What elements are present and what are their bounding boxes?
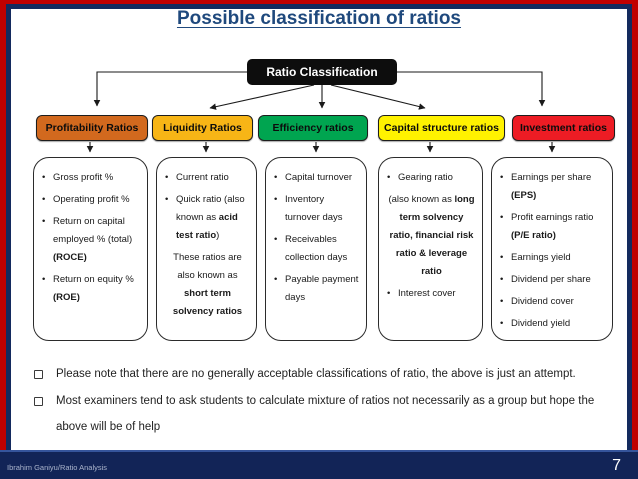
card-item-text: Dividend cover [511, 296, 574, 308]
card-list-item: • Capital turnover [274, 169, 360, 187]
card-item-text: Inventory turnover days [285, 194, 343, 224]
detail-card-efficiency: • Capital turnover • Inventory turnover day… [265, 157, 367, 341]
card-list-item: • Inventory turnover days [274, 191, 360, 227]
category-box-efficiency: Efficiency ratios [258, 115, 368, 141]
card-item-text: Gearing ratio [398, 172, 453, 183]
card-item-text: Payable payment days [285, 274, 359, 304]
card-item-text: Interest cover [398, 288, 456, 300]
card-list-item: • Earnings per share (EPS) [500, 169, 606, 205]
card-list-item: • Quick ratio (also known as acid test ra… [165, 191, 250, 245]
card-list-item: • Gross profit % [42, 169, 141, 187]
card-item-text: Receivables collection days [285, 234, 348, 264]
category-box-capital-structure: Capital structure ratios [378, 115, 505, 141]
bullet-icon: • [500, 318, 504, 330]
card-item-text: Earnings yield [511, 252, 571, 264]
card-list-item: • Current ratio [165, 169, 250, 187]
detail-card-liquidity: • Current ratio • Quick ratio (also known a… [156, 157, 257, 341]
card-list-item: • Dividend yield [500, 315, 606, 333]
card-list-item: • Interest cover [387, 285, 476, 303]
root-node-label: Ratio Classification [266, 65, 378, 79]
note-text: Most examiners tend to ask students to c… [56, 394, 595, 433]
note-item: Please note that there are no generally … [34, 362, 612, 388]
notes-section: Please note that there are no generally … [34, 362, 612, 442]
bullet-icon: • [500, 296, 504, 308]
bullet-icon: • [165, 172, 169, 183]
bullet-icon: • [500, 274, 504, 286]
bullet-icon: • [274, 234, 278, 246]
bullet-icon: • [500, 212, 504, 224]
category-label: Liquidity Ratios [163, 122, 242, 134]
bullet-icon: • [42, 172, 46, 183]
detail-card-investment: • Earnings per share (EPS) • Profit earning… [491, 157, 613, 341]
card-item-text: Dividend per share [511, 274, 591, 286]
bullet-icon: • [165, 194, 169, 206]
detail-card-profitability: • Gross profit % • Operating profit % • Retur… [33, 157, 148, 341]
bullet-icon: • [500, 172, 504, 183]
bullet-icon: • [42, 274, 46, 286]
card-list-item: (also known as long term solvency ratio,… [387, 191, 476, 281]
card-list-item: • Gearing ratio [387, 169, 476, 187]
card-item-text: Return on equity % (ROE) [53, 274, 134, 304]
note-text: Please note that there are no generally … [56, 368, 576, 380]
card-item-text: Dividend yield [511, 318, 571, 330]
page-title: Possible classification of ratios [176, 8, 462, 29]
card-list-item: • Dividend per share [500, 271, 606, 289]
category-label: Efficiency ratios [272, 122, 354, 134]
bullet-icon: • [42, 216, 46, 228]
card-list-item: These ratios are also known as short ter… [165, 249, 250, 321]
card-list-item: • Payable payment days [274, 271, 360, 307]
card-item-text: Quick ratio (also known as acid test rat… [176, 194, 245, 242]
square-bullet-icon [34, 396, 43, 406]
card-list-item: • Profit earnings ratio (P/E ratio) [500, 209, 606, 245]
category-box-liquidity: Liquidity Ratios [152, 115, 253, 141]
bullet-icon: • [387, 172, 391, 183]
card-list-item: • Return on capital employed % (total) (R… [42, 213, 141, 267]
footer-bar: Ibrahim Ganiyu/Ratio Analysis 7 [0, 450, 638, 479]
category-box-profitability: Profitability Ratios [36, 115, 148, 141]
category-box-investment: Investment ratios [512, 115, 615, 141]
bullet-icon: • [387, 288, 391, 300]
card-list-item: • Operating profit % [42, 191, 141, 209]
page-number: 7 [612, 457, 621, 474]
bullet-icon: • [274, 194, 278, 206]
card-item-text: These ratios are also known as short ter… [172, 252, 243, 318]
root-node-ratio-classification: Ratio Classification [247, 59, 397, 85]
category-label: Capital structure ratios [384, 122, 499, 134]
bullet-icon: • [274, 274, 278, 286]
card-item-text: Return on capital employed % (total) (RO… [53, 216, 133, 264]
card-item-text: Gross profit % [53, 172, 114, 183]
bullet-icon: • [274, 172, 278, 183]
category-label: Investment ratios [520, 122, 607, 134]
bullet-icon: • [42, 194, 46, 206]
note-item: Most examiners tend to ask students to c… [34, 389, 612, 441]
card-item-text: (also known as long term solvency ratio,… [388, 194, 475, 278]
card-list-item: • Dividend cover [500, 293, 606, 311]
bullet-icon: • [500, 252, 504, 264]
card-item-text: Operating profit % [53, 194, 130, 206]
card-item-text: Profit earnings ratio (P/E ratio) [511, 212, 594, 242]
footer-credit: Ibrahim Ganiyu/Ratio Analysis [7, 463, 108, 472]
card-item-text: Earnings per share (EPS) [511, 172, 592, 202]
card-item-text: Capital turnover [285, 172, 353, 183]
card-list-item: • Earnings yield [500, 249, 606, 267]
card-list-item: • Return on equity % (ROE) [42, 271, 141, 307]
square-bullet-icon [34, 370, 43, 379]
detail-card-capital-structure: • Gearing ratio (also known as long term s… [378, 157, 483, 341]
card-item-text: Current ratio [176, 172, 229, 183]
category-label: Profitability Ratios [45, 122, 139, 134]
card-list-item: • Receivables collection days [274, 231, 360, 267]
